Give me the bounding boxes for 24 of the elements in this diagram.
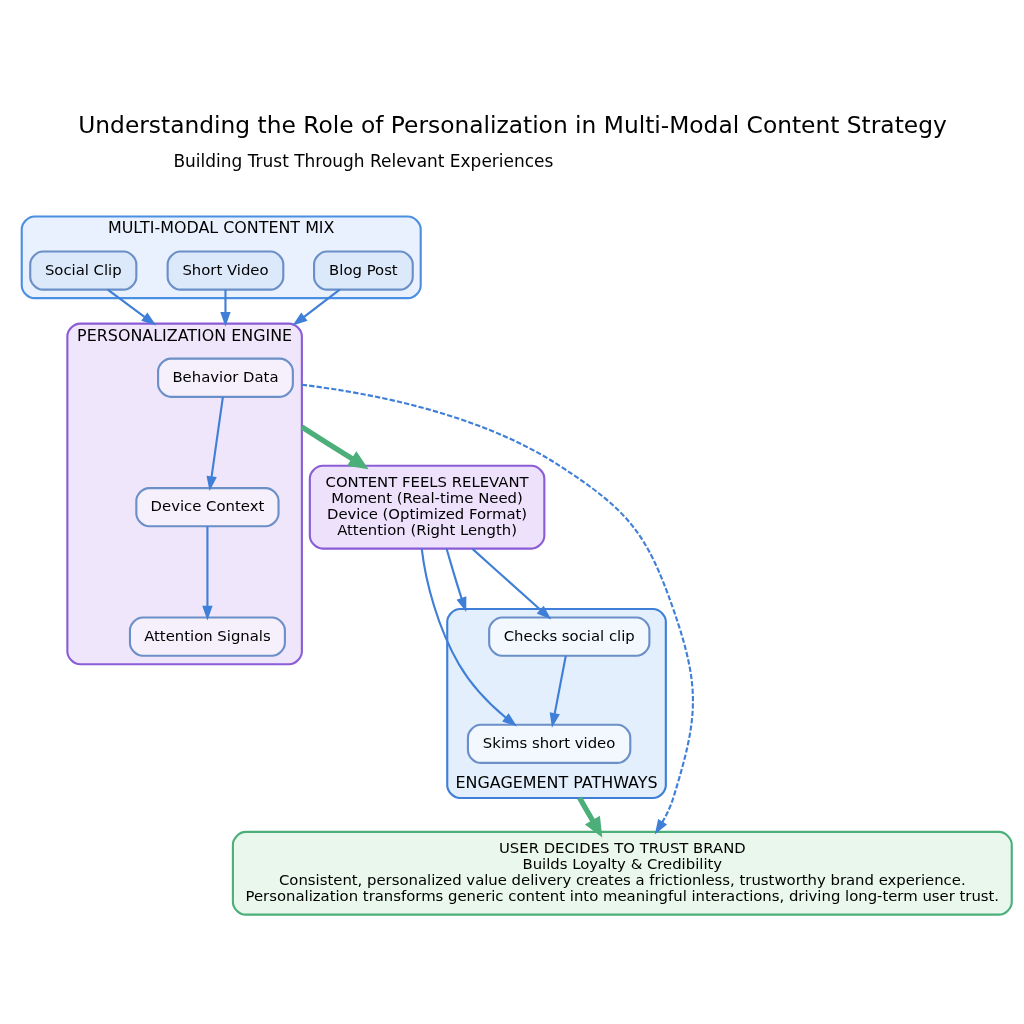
arrow (299, 424, 368, 469)
arrow (445, 548, 466, 612)
arrow (471, 547, 551, 619)
diagram-title: Understanding the Role of Personalization in Multi-Modal Content Strategy (77, 110, 947, 139)
node-box: Social Clip (28, 249, 137, 291)
node-box: Checks social clip (487, 616, 650, 657)
node-box: Skims short video (466, 723, 631, 764)
node-box: USER DECIDES TO TRUST BRAND Builds Loyalty & Credibility Consistent, personalized value delivery creates a frictionless, trustworthy brand experience. Personalization transforms generic content into meaningful interactions, driving long-term user trust. (231, 830, 1013, 916)
arrow (576, 796, 602, 837)
node-box: Attention Signals (128, 616, 286, 657)
arrow (219, 289, 231, 327)
node-box: Short Video (166, 249, 284, 291)
arrow (420, 548, 517, 727)
arrow (201, 526, 213, 621)
node-box: CONTENT FEELS RELEVANT Moment (Real-time Need) Device (Optimized Format) Attention (Right Length) (308, 464, 545, 550)
arrow (106, 288, 156, 326)
node-box: Behavior Data (156, 357, 294, 398)
arrow (206, 396, 224, 491)
label: Building Trust Through Relevant Experiences (172, 150, 553, 171)
arrow (301, 383, 694, 834)
node-box: Device Context (134, 486, 280, 527)
arrow (549, 655, 567, 728)
node-box: Blog Post (312, 249, 414, 291)
arrow (292, 288, 340, 326)
